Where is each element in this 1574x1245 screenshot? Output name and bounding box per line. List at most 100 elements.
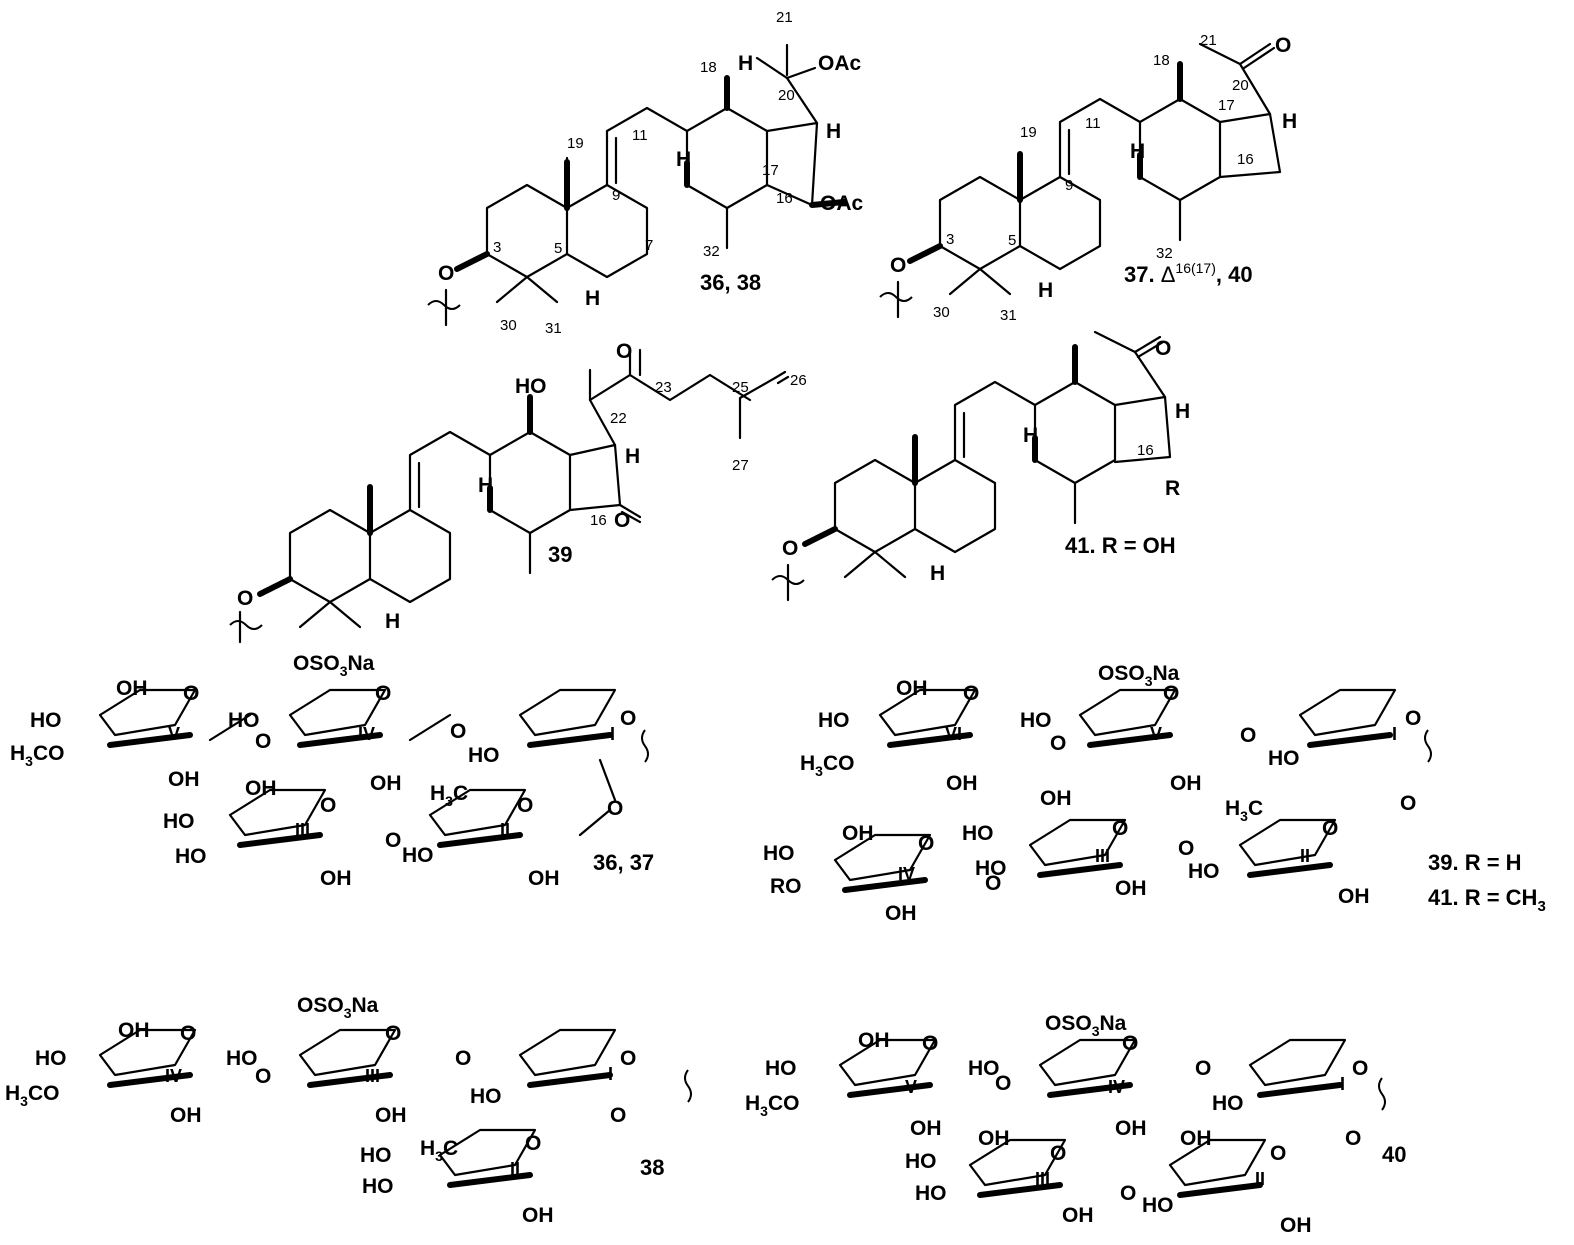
atom-o: O bbox=[320, 794, 336, 817]
c-11-37: 11 bbox=[1085, 115, 1101, 132]
atom-oh: OH bbox=[842, 822, 874, 845]
atom-h-17-37: H bbox=[1282, 110, 1297, 133]
atom-oh: OH bbox=[375, 1104, 407, 1127]
atom-methyl: H3C bbox=[420, 1137, 458, 1164]
atom-h-17-39: H bbox=[625, 445, 640, 468]
atom-o: O bbox=[455, 1047, 471, 1070]
sugar-chain-39-41: OH HO H3CO OH O VI O OSO3Na HO O V OH O … bbox=[763, 662, 1546, 925]
atom-o: O bbox=[255, 730, 271, 753]
atom-o: O bbox=[525, 1132, 541, 1155]
ring-label: II bbox=[1255, 1169, 1265, 1189]
atom-oh: OH bbox=[1338, 885, 1370, 908]
atom-oac-16-36: OAc bbox=[820, 192, 864, 215]
atom-o: O bbox=[1240, 724, 1256, 747]
atom-o: O bbox=[963, 682, 979, 705]
atom-ho: HO bbox=[968, 1057, 1000, 1080]
atom-h-8-37: H bbox=[1130, 140, 1145, 163]
atom-o: O bbox=[1352, 1057, 1368, 1080]
sugar-chain-38: OH HO H3CO OH O IV O OSO3Na HO O III OH … bbox=[5, 994, 692, 1227]
atom-o: O bbox=[1112, 817, 1128, 840]
c-31: 31 bbox=[545, 320, 562, 337]
aglycone-41: O H R H H O 16 41. R = OH bbox=[771, 330, 1190, 602]
atom-oh: OH bbox=[858, 1029, 890, 1052]
label-41: 41. R = OH bbox=[1065, 533, 1176, 558]
ring-label: V bbox=[905, 1077, 917, 1097]
atom-o: O bbox=[183, 682, 199, 705]
atom-methyl: H3C bbox=[430, 782, 468, 809]
atom-ho: HO bbox=[362, 1175, 394, 1198]
atom-oh: OH bbox=[1115, 1117, 1147, 1140]
c-21: 21 bbox=[776, 9, 793, 26]
ring-label: IV bbox=[1108, 1077, 1125, 1097]
atom-ho: HO bbox=[470, 1085, 502, 1108]
atom-ho: HO bbox=[763, 842, 795, 865]
label-sugar-38: 38 bbox=[640, 1155, 664, 1180]
c-18-37: 18 bbox=[1153, 52, 1170, 69]
atom-oh: OH bbox=[896, 677, 928, 700]
ring-label: I bbox=[610, 724, 615, 744]
ring-label: VI bbox=[945, 724, 962, 744]
atom-oh: OH bbox=[170, 1104, 202, 1127]
atom-ho: HO bbox=[175, 845, 207, 868]
ring-label: II bbox=[510, 1159, 520, 1179]
atom-methoxy: H3CO bbox=[5, 1082, 59, 1109]
atom-h-5-41: H bbox=[930, 562, 945, 585]
atom-o: O bbox=[1050, 1142, 1066, 1165]
ring-label: I bbox=[1392, 724, 1397, 744]
atom-o: O bbox=[255, 1065, 271, 1088]
ring-label: IV bbox=[358, 724, 375, 744]
ring-label: IV bbox=[898, 864, 915, 884]
atom-ho: HO bbox=[402, 844, 434, 867]
atom-h-8-36: H bbox=[676, 148, 691, 171]
atom-o-3-37: O bbox=[890, 254, 906, 277]
c-18: 18 bbox=[700, 59, 717, 76]
atom-o: O bbox=[995, 1072, 1011, 1095]
atom-o: O bbox=[918, 832, 934, 855]
atom-oh: OH bbox=[370, 772, 402, 795]
atom-o: O bbox=[1178, 837, 1194, 860]
ring-label: III bbox=[365, 1066, 380, 1086]
c-25-39: 25 bbox=[732, 379, 749, 396]
c-16-41: 16 bbox=[1137, 442, 1154, 459]
c-22-39: 22 bbox=[610, 410, 627, 427]
atom-h-8-39: H bbox=[478, 474, 493, 497]
c-16-37: 16 bbox=[1237, 151, 1254, 168]
atom-oh: OH bbox=[245, 777, 277, 800]
c-19: 19 bbox=[567, 135, 584, 152]
atom-o: O bbox=[1163, 682, 1179, 705]
c-31-37: 31 bbox=[1000, 307, 1017, 324]
atom-r-41: R bbox=[1165, 477, 1180, 500]
atom-ho: HO bbox=[228, 709, 260, 732]
atom-ho: HO bbox=[905, 1150, 937, 1173]
c-9: 9 bbox=[612, 187, 620, 204]
atom-ho: HO bbox=[35, 1047, 67, 1070]
c-30: 30 bbox=[500, 317, 517, 334]
atom-osulfate: OSO3Na bbox=[293, 652, 375, 679]
atom-methoxy: H3CO bbox=[745, 1092, 799, 1119]
atom-h-17-41: H bbox=[1175, 400, 1190, 423]
atom-oh: OH bbox=[528, 867, 560, 890]
c-23-39: 23 bbox=[655, 379, 672, 396]
ring-label: I bbox=[1340, 1074, 1345, 1094]
atom-osulfate: OSO3Na bbox=[297, 994, 379, 1021]
ring-label: III bbox=[1095, 846, 1110, 866]
atom-o-3-36: O bbox=[438, 262, 454, 285]
atom-ho: HO bbox=[818, 709, 850, 732]
aglycone-37-40: O H H H O 21 20 18 19 11 17 9 16 3 5 32 … bbox=[879, 32, 1297, 324]
atom-oh: OH bbox=[885, 902, 917, 925]
atom-o: O bbox=[607, 797, 623, 820]
atom-ho: HO bbox=[962, 822, 994, 845]
sugar-chain-40: OH HO H3CO OH O V O OSO3Na HO O IV OH O … bbox=[745, 1012, 1406, 1237]
c-3-37: 3 bbox=[946, 231, 954, 248]
atom-o: O bbox=[1050, 732, 1066, 755]
atom-oh: OH bbox=[168, 768, 200, 791]
atom-methyl: H3C bbox=[1225, 797, 1263, 824]
c-5-37: 5 bbox=[1008, 232, 1016, 249]
atom-o: O bbox=[922, 1032, 938, 1055]
c-17: 17 bbox=[762, 162, 779, 179]
atom-osulfate: OSO3Na bbox=[1098, 662, 1180, 689]
sugar-chain-36-37: OH HO H3CO OH O V O OSO3Na HO O IV OH O … bbox=[10, 652, 654, 890]
atom-o: O bbox=[1345, 1127, 1361, 1150]
ring-label: III bbox=[1035, 1169, 1050, 1189]
